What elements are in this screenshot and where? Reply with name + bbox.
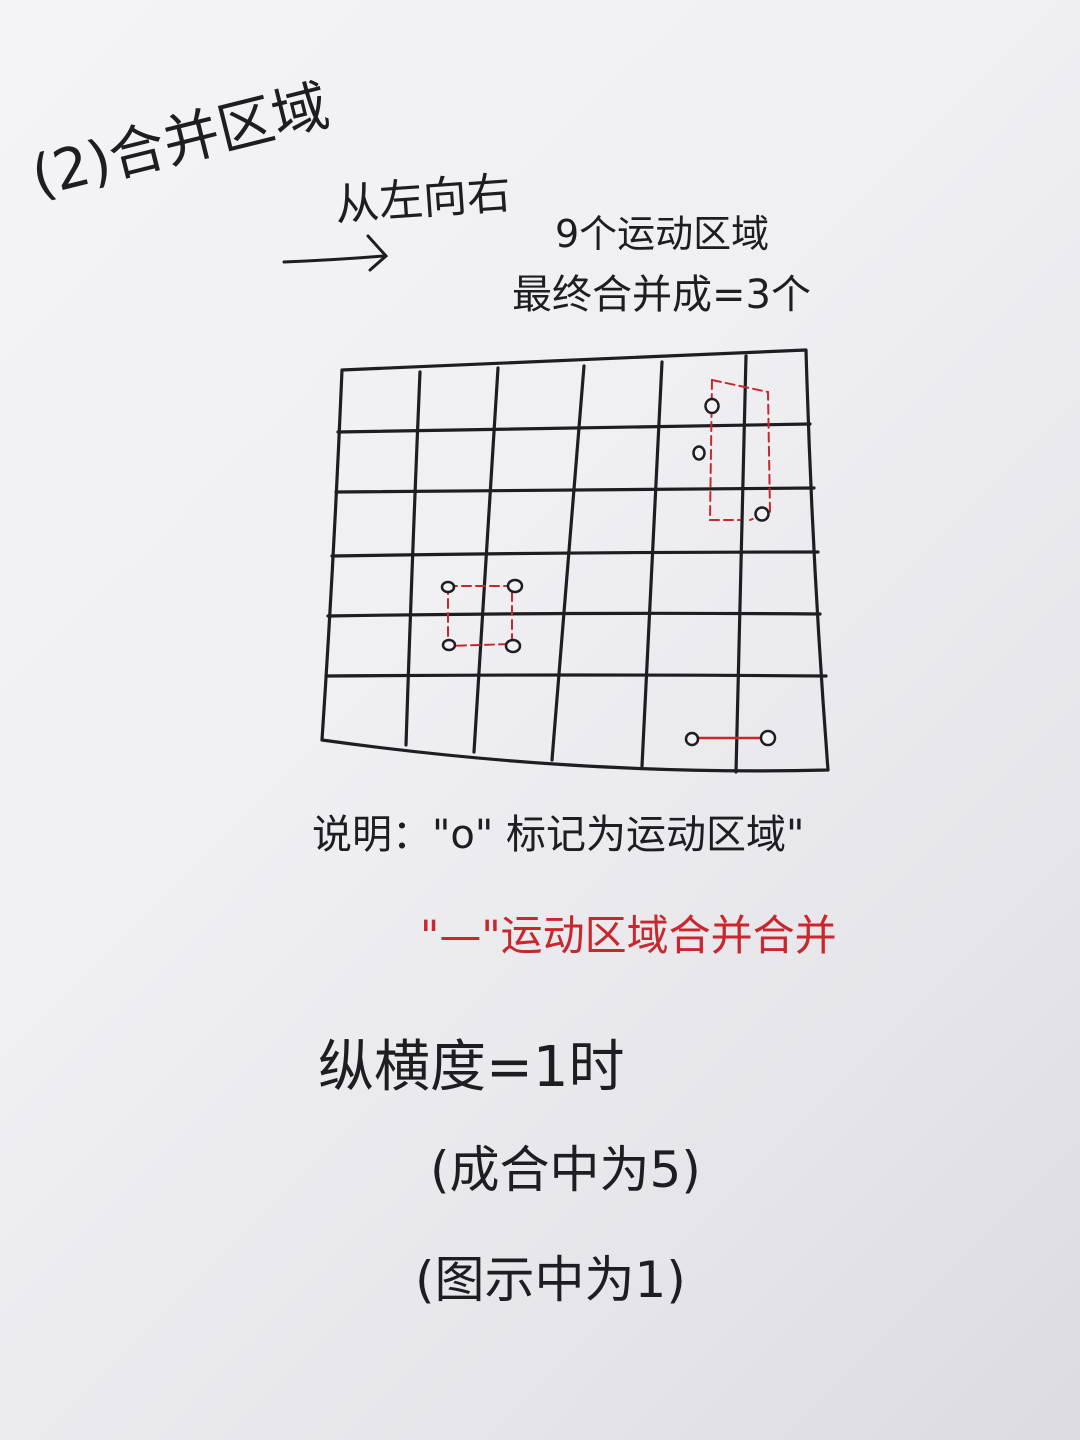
- motion-marker: [441, 638, 457, 652]
- note-count-one: (图示中为1): [415, 1251, 686, 1309]
- grid-row-line: [330, 550, 820, 558]
- grid-col-line: [640, 360, 664, 768]
- grid-border: [320, 348, 830, 773]
- grid-row-line: [336, 422, 812, 434]
- grid-row-line: [326, 611, 822, 618]
- grid: [320, 348, 830, 774]
- grid-row-line: [324, 673, 828, 678]
- direction-arrow-icon: [282, 234, 389, 272]
- motion-marker: [504, 638, 522, 654]
- legend-merge-line: "—"运动区域合并合并: [420, 911, 837, 960]
- motion-marker: [440, 580, 456, 594]
- motion-marker: [759, 729, 777, 747]
- grid-col-line: [404, 370, 422, 747]
- motion-markers: [440, 397, 777, 747]
- grid-col-line: [734, 354, 748, 774]
- motion-marker: [754, 506, 770, 522]
- aspect-ratio-note: 纵横度=1时: [318, 1035, 625, 1100]
- merge-box-top-right: [708, 379, 741, 521]
- merge-result-text: 最终合并成=3个: [512, 272, 811, 318]
- motion-marker: [704, 397, 720, 415]
- legend-label: 说明："o" 标记为运动区域": [312, 812, 805, 858]
- grid-col-line: [550, 364, 586, 762]
- motion-marker: [684, 731, 700, 747]
- region-count-text: 9个运动区域: [555, 212, 770, 256]
- note-count-five: (成合中为5): [430, 1141, 701, 1199]
- grid-col-line: [472, 366, 500, 754]
- motion-marker: [692, 445, 706, 461]
- motion-marker: [506, 578, 524, 594]
